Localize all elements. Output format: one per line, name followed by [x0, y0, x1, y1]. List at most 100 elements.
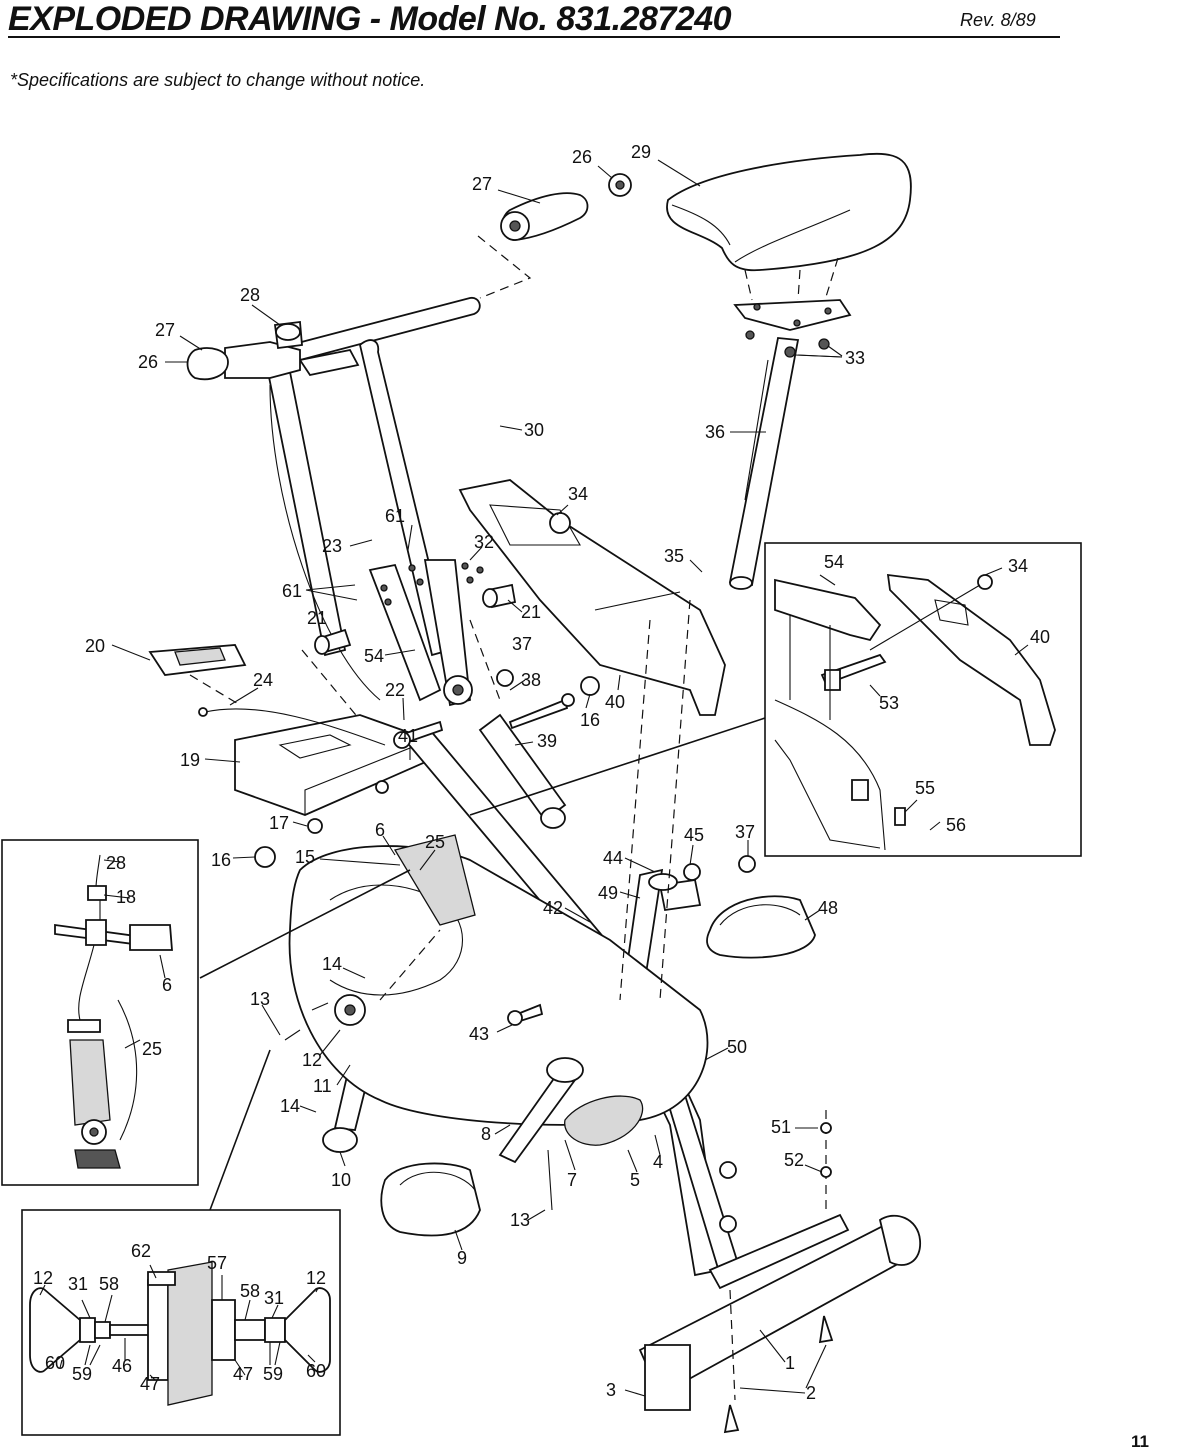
- callout-9: 9: [457, 1248, 467, 1268]
- callout-27b: 27: [155, 320, 175, 340]
- callout-61: 61: [385, 506, 405, 526]
- callout-52: 52: [784, 1150, 804, 1170]
- callout-32: 32: [474, 532, 494, 552]
- knob-45: [683, 863, 701, 881]
- callout-26b: 26: [138, 352, 158, 372]
- callout-26: 26: [572, 147, 592, 167]
- callout-23: 23: [322, 536, 342, 556]
- callout-45: 45: [684, 825, 704, 845]
- callout-20: 20: [85, 636, 105, 656]
- seat-bracket: [733, 299, 852, 331]
- bushings-21: [314, 583, 517, 655]
- callout-21b: 21: [521, 602, 541, 622]
- callout-d57: 57: [207, 1253, 227, 1273]
- callout-13b: 13: [510, 1210, 530, 1230]
- callout-5: 5: [630, 1170, 640, 1190]
- bolt-22: [393, 720, 444, 749]
- callout-15: 15: [295, 847, 315, 867]
- callout-12: 12: [302, 1050, 322, 1070]
- callout-25b: 25: [142, 1039, 162, 1059]
- callout-18: 18: [116, 887, 136, 907]
- chainring-5: [564, 1095, 644, 1146]
- callout-34b: 34: [1008, 556, 1028, 576]
- revision-label: Rev. 8/89: [960, 10, 1036, 30]
- page-title: EXPLODED DRAWING - Model No. 831.287240: [8, 0, 732, 38]
- nuts-33: [745, 330, 830, 358]
- callout-d58b: 58: [240, 1281, 260, 1301]
- seat: [666, 153, 912, 272]
- callout-54: 54: [364, 646, 384, 666]
- callout-42: 42: [543, 898, 563, 918]
- callout-d46: 46: [112, 1356, 132, 1376]
- callout-d12a: 12: [33, 1268, 53, 1288]
- callout-28: 28: [240, 285, 260, 305]
- nut-16: [580, 676, 600, 696]
- callout-17: 17: [269, 813, 289, 833]
- callout-34: 34: [568, 484, 588, 504]
- callout-d31b: 31: [264, 1288, 284, 1308]
- pedal-9: [380, 1162, 481, 1237]
- detail-pointer-bottom: [209, 1049, 271, 1211]
- callout-43: 43: [469, 1024, 489, 1044]
- callout-37b: 37: [735, 822, 755, 842]
- callout-50: 50: [727, 1037, 747, 1057]
- callout-7: 7: [567, 1170, 577, 1190]
- callout-d12b: 12: [306, 1268, 326, 1288]
- detail-box-axle: [21, 1209, 341, 1436]
- callout-3: 3: [606, 1380, 616, 1400]
- title-underline: [8, 36, 1060, 38]
- detail-box-cable: [1, 839, 199, 1186]
- bolts-2: [723, 1315, 834, 1434]
- callout-39: 39: [537, 731, 557, 751]
- callout-28b: 28: [106, 853, 126, 873]
- callout-36: 36: [705, 422, 725, 442]
- nut-37: [496, 669, 514, 687]
- specifications-note: *Specifications are subject to change wi…: [10, 70, 426, 90]
- page-number: 11: [1131, 1432, 1149, 1451]
- callout-11: 11: [313, 1076, 332, 1096]
- callout-40b: 40: [1030, 627, 1050, 647]
- callout-d47b: 47: [233, 1364, 253, 1384]
- nut-37b: [738, 855, 756, 873]
- callout-6b: 6: [162, 975, 172, 995]
- nut-52: [719, 1215, 737, 1233]
- grip-27-upper: [500, 192, 589, 241]
- cable-detail: [54, 854, 173, 1169]
- axle-12: [334, 994, 366, 1026]
- callout-22: 22: [385, 680, 405, 700]
- callout-14: 14: [322, 954, 342, 974]
- callout-48: 48: [818, 898, 838, 918]
- callout-d60a: 60: [45, 1353, 65, 1373]
- leader-lines: [111, 159, 843, 1397]
- callout-25: 25: [425, 832, 445, 852]
- callout-13: 13: [250, 989, 270, 1009]
- rear-bracket: [708, 1213, 850, 1290]
- detail-pointer-left: [199, 869, 411, 979]
- callout-24: 24: [253, 670, 273, 690]
- callout-21: 21: [307, 608, 327, 628]
- callout-41: 41: [398, 726, 418, 746]
- flywheel: [288, 834, 709, 1126]
- nut-51: [719, 1161, 737, 1179]
- cylinder-39: [478, 713, 567, 829]
- callout-2: 2: [806, 1383, 816, 1403]
- callout-14b: 14: [280, 1096, 300, 1116]
- callout-d62: 62: [131, 1241, 151, 1261]
- callout-51: 51: [771, 1117, 791, 1137]
- callout-d59b: 59: [263, 1364, 283, 1384]
- callout-4: 4: [653, 1152, 663, 1172]
- callout-19: 19: [180, 750, 200, 770]
- callout-54b: 54: [824, 552, 844, 572]
- callout-55: 55: [915, 778, 935, 798]
- callout-16: 16: [580, 710, 600, 730]
- axle-detail: [29, 1261, 331, 1406]
- callout-d31a: 31: [68, 1274, 88, 1294]
- callout-labels: 29 26 27 28 27 26 33 36 30 34 35 61 23 3…: [33, 142, 1050, 1403]
- callout-27: 27: [472, 174, 492, 194]
- detail-pointer-right: [469, 717, 766, 816]
- pedal-48: [706, 895, 816, 959]
- callout-8: 8: [481, 1124, 491, 1144]
- callout-38: 38: [521, 670, 541, 690]
- callout-49: 49: [598, 883, 618, 903]
- callout-d60b: 60: [306, 1361, 326, 1381]
